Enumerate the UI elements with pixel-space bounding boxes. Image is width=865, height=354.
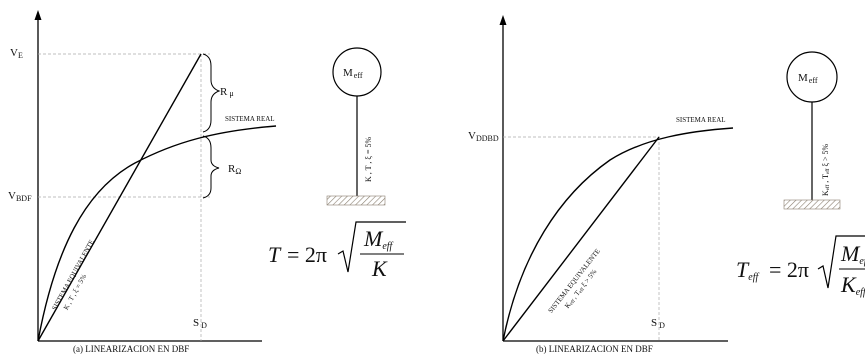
left-real-system-label: SISTEMA REAL <box>225 115 275 123</box>
left-formula-lhs: T <box>268 242 282 267</box>
left-column-label: K , T , ξ = 5% <box>364 137 373 182</box>
left-ve-label: VE <box>10 47 23 60</box>
left-vbdf-label: VBDF <box>8 190 32 203</box>
left-caption: (a) LINEARIZACION EN DBF <box>73 344 189 354</box>
left-formula: T = 2π Meff K <box>268 221 406 281</box>
left-brace-r-omega <box>202 135 220 199</box>
right-column-label: Keff , Teff ξ > 5% <box>821 143 831 196</box>
right-vddbd-label: VDDBD <box>468 130 499 143</box>
left-ground-hatch <box>326 195 386 206</box>
left-r-omega-label: RΩ <box>228 163 241 176</box>
left-brace-r-mu <box>202 53 221 133</box>
left-formula-num: Meff <box>363 226 394 252</box>
right-equivalent-line <box>502 136 660 342</box>
right-real-system-label: SISTEMA REAL <box>676 116 726 124</box>
left-y-arrow <box>34 10 42 20</box>
right-formula-num: Meff <box>840 241 865 267</box>
right-formula: Teff = 2π Meff Keff <box>736 235 865 298</box>
right-formula-den: Keff <box>840 272 865 298</box>
right-caption: (b) LINEARIZACION EN DBF <box>536 344 653 354</box>
left-real-curve <box>37 125 277 342</box>
right-mass-label: Meff <box>798 72 818 85</box>
right-ground-hatch <box>783 199 841 210</box>
right-formula-lhs: Teff <box>736 257 759 283</box>
left-mass-label: Meff <box>343 67 363 80</box>
left-column-label-group: K , T , ξ = 5% <box>364 137 373 182</box>
right-equiv-label-group: SISTEMA EQUIVALENTE Keff , Teff ξ > 5% <box>547 247 602 314</box>
left-formula-eq: = 2π <box>287 242 327 267</box>
right-column-label-group: Keff , Teff ξ > 5% <box>821 143 831 196</box>
right-real-curve <box>502 127 734 342</box>
left-formula-sqrt <box>337 221 406 273</box>
left-formula-den: K <box>371 256 388 281</box>
left-equiv-label-group: SISTEMA EQUIVALENTE K , T , ξ = 5% <box>50 238 95 311</box>
left-equivalent-line <box>37 53 202 342</box>
right-formula-eq: = 2π <box>769 257 809 282</box>
right-y-arrow <box>499 15 507 25</box>
right-formula-sqrt <box>817 235 865 289</box>
